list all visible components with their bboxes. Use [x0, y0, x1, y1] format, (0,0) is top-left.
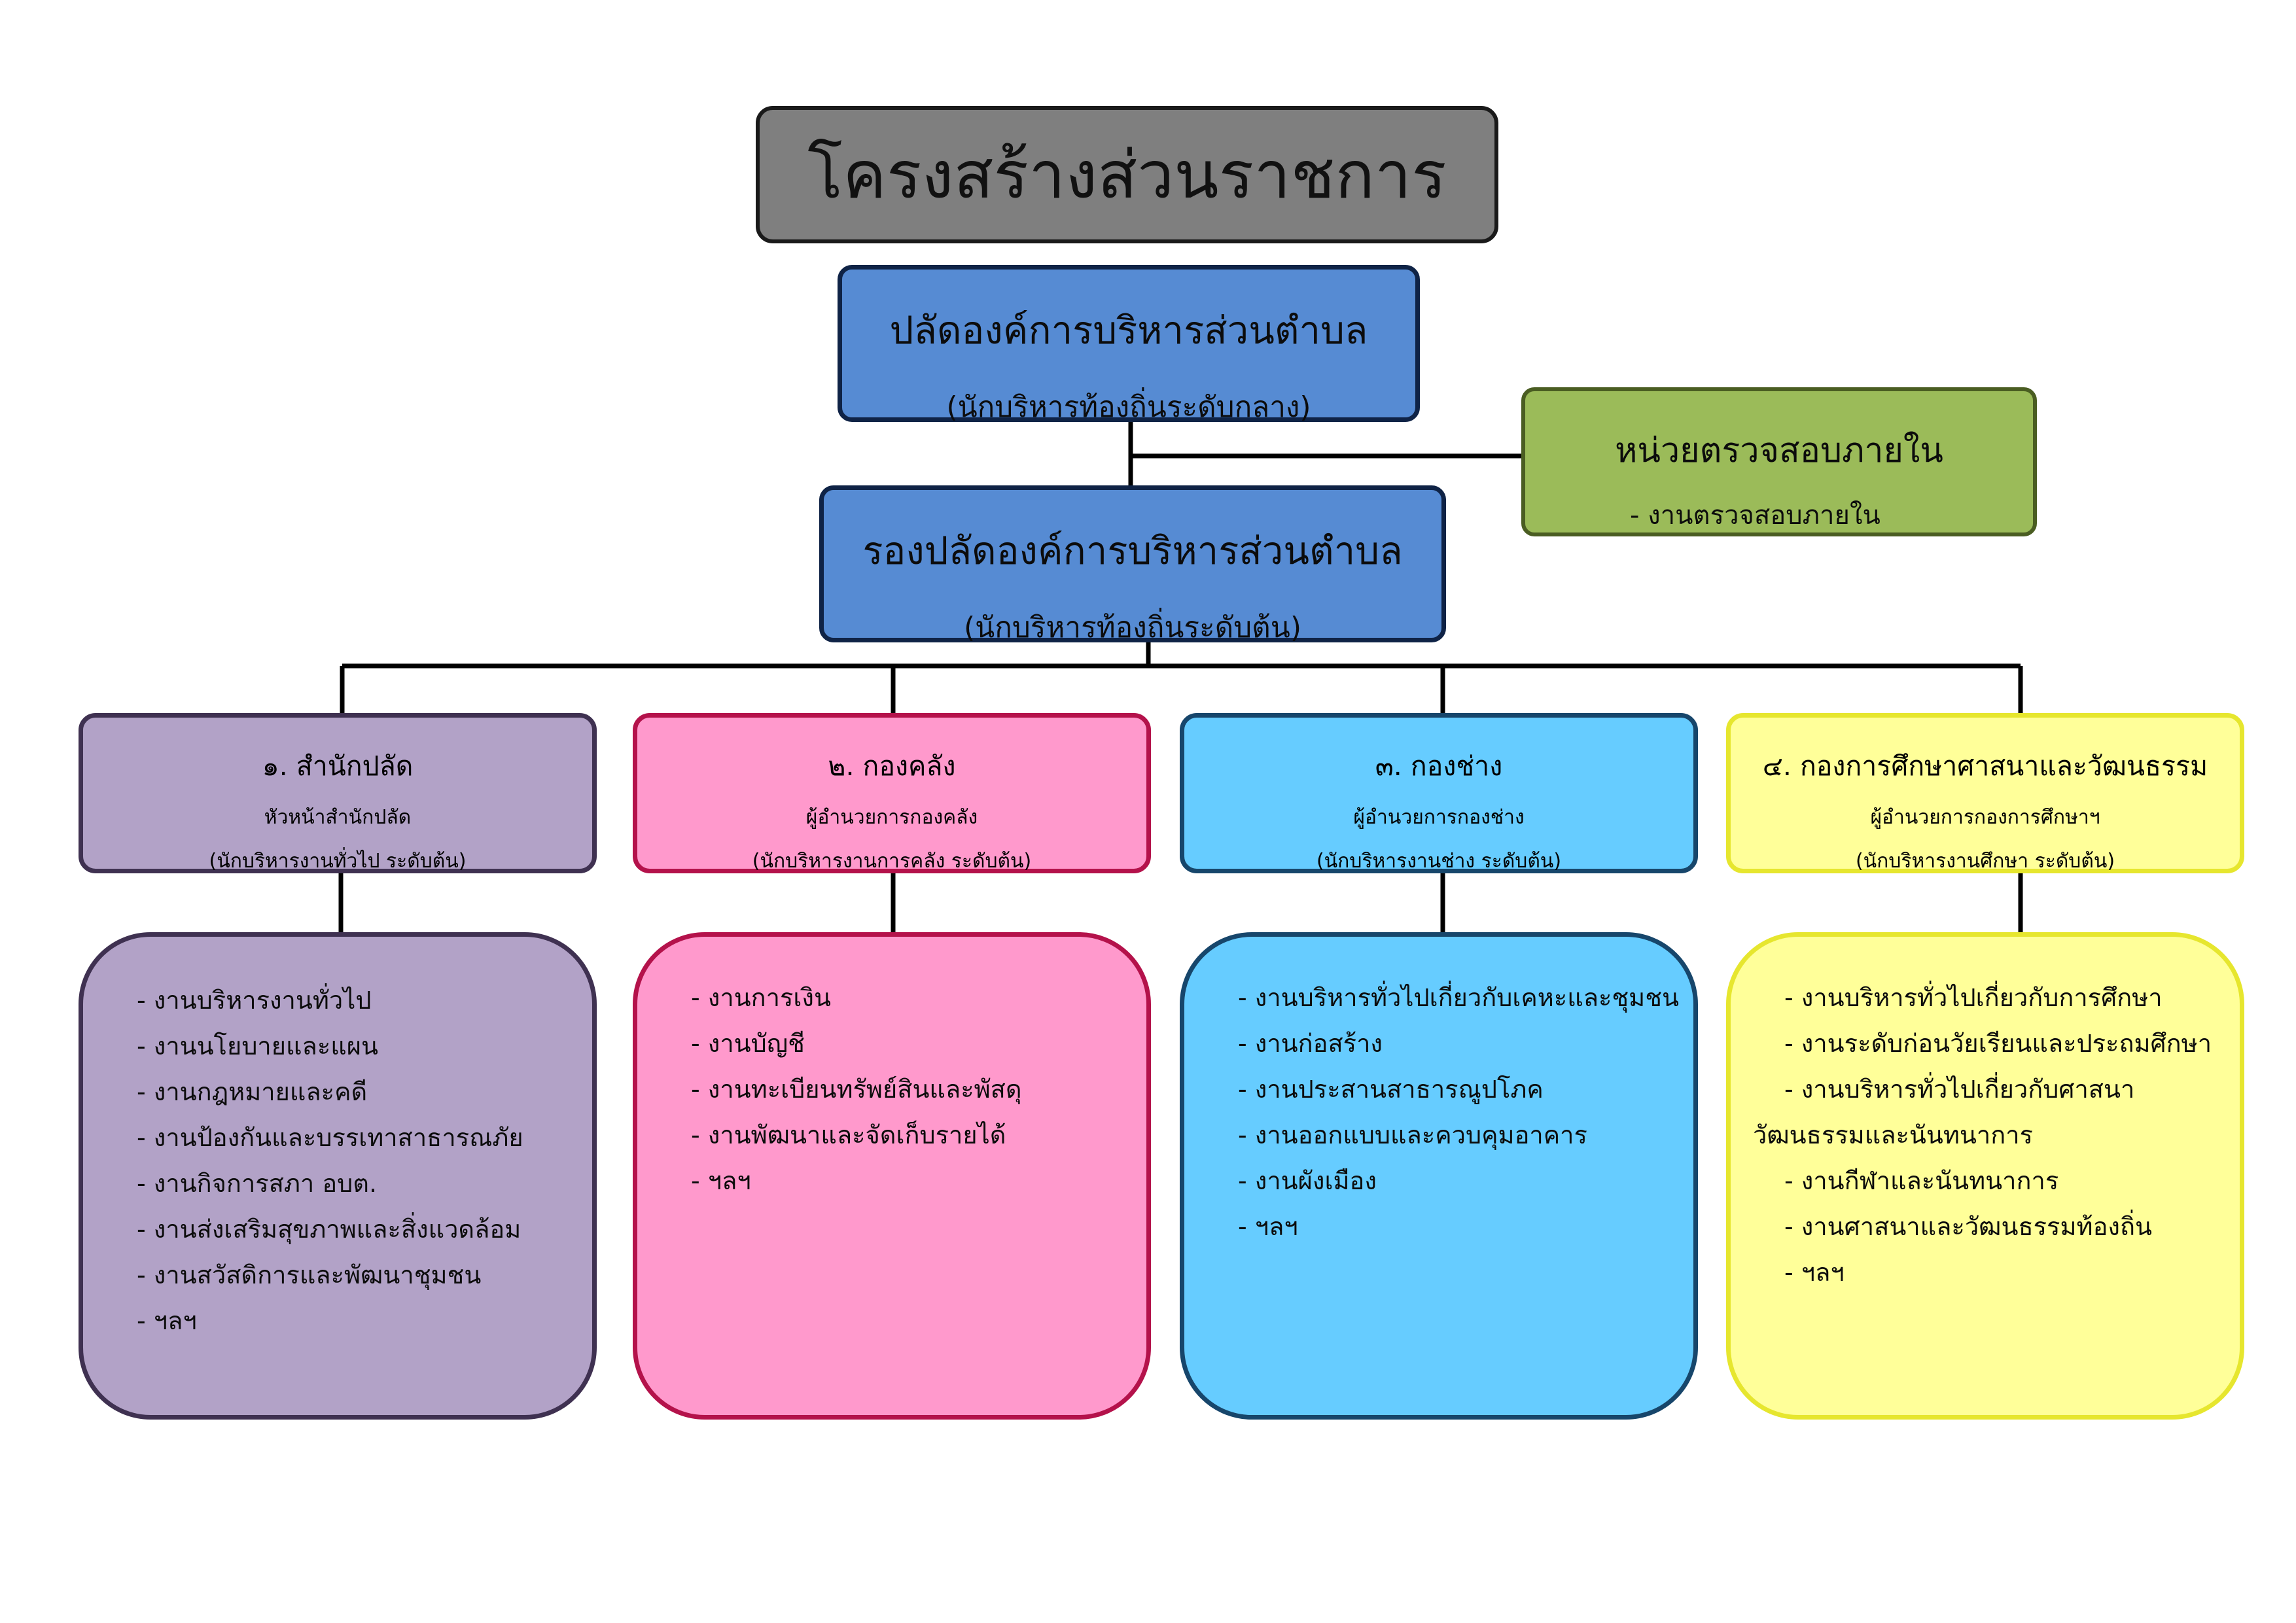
audit-item: - งานตรวจสอบภายใน	[1630, 500, 1881, 531]
chart-title-box: โครงสร้างส่วนราชการ	[756, 106, 1498, 243]
division-rank: (นักบริหารงานการคลัง ระดับต้น)	[752, 850, 1032, 873]
list-item: - งานทะเบียนทรัพย์สินและพัสดุ	[691, 1075, 1022, 1104]
division-engineering-tasks: - งานบริหารทั่วไปเกี่ยวกับเคหะและชุมชน -…	[1180, 932, 1698, 1420]
list-item: - งานกิจการสภา อบต.	[137, 1169, 378, 1198]
list-item: - งานผังเมือง	[1238, 1166, 1377, 1195]
list-item: - งานพัฒนาและจัดเก็บรายได้	[691, 1121, 1006, 1149]
audit-title: หน่วยตรวจสอบภายใน	[1615, 431, 1943, 470]
division-rank: (นักบริหารงานทั่วไป ระดับต้น)	[209, 850, 467, 873]
list-item: - งานประสานสาธารณูปโภค	[1238, 1075, 1544, 1104]
list-item: - งานบัญชี	[691, 1029, 805, 1058]
list-item: - งานบริหารทั่วไปเกี่ยวกับการศึกษา	[1784, 983, 2163, 1012]
audit-node: หน่วยตรวจสอบภายใน - งานตรวจสอบภายใน	[1521, 387, 2037, 536]
list-item: - งานบริหารทั่วไปเกี่ยวกับเคหะและชุมชน	[1238, 983, 1679, 1012]
list-item: - งานบริหารทั่วไปเกี่ยวกับศาสนา	[1784, 1075, 2135, 1104]
list-item-continuation: วัฒนธรรมและนันทนาการ	[1753, 1121, 2033, 1149]
list-item: - งานกีฬาและนันทนาการ	[1784, 1166, 2059, 1195]
division-head: ผู้อำนวยการกองคลัง	[805, 806, 978, 829]
division-office-tasks: - งานบริหารงานทั่วไป - งานนโยบายและแผน -…	[79, 932, 597, 1420]
division-rank: (นักบริหารงานศึกษา ระดับต้น)	[1855, 850, 2115, 873]
list-item: - งานนโยบายและแผน	[137, 1032, 378, 1060]
list-item: - งานสวัสดิการและพัฒนาชุมชน	[137, 1261, 482, 1289]
division-title: ๑. สำนักปลัด	[262, 750, 414, 782]
division-head: หัวหน้าสำนักปลัด	[264, 806, 412, 829]
list-item: - ฯลฯ	[1238, 1212, 1298, 1241]
division-head: ผู้อำนวยการกองช่าง	[1353, 806, 1525, 829]
list-item: - ฯลฯ	[137, 1306, 197, 1335]
list-item: - ฯลฯ	[691, 1166, 751, 1195]
chief-title: ปลัดองค์การบริหารส่วนตำบล	[889, 308, 1368, 353]
division-title: ๒. กองคลัง	[828, 750, 956, 782]
division-education-head: ๔. กองการศึกษาศาสนาและวัฒนธรรม ผู้อำนวยก…	[1726, 713, 2244, 873]
list-item: - ฯลฯ	[1784, 1258, 1845, 1287]
list-item: - งานก่อสร้าง	[1238, 1029, 1383, 1058]
list-item: - งานส่งเสริมสุขภาพและสิ่งแวดล้อม	[137, 1215, 521, 1244]
deputy-title: รองปลัดองค์การบริหารส่วนตำบล	[862, 529, 1403, 573]
division-engineering-head: ๓. กองช่าง ผู้อำนวยการกองช่าง (นักบริหาร…	[1180, 713, 1698, 873]
division-head: ผู้อำนวยการกองการศึกษาฯ	[1870, 806, 2100, 829]
division-office-head: ๑. สำนักปลัด หัวหน้าสำนักปลัด (นักบริหาร…	[79, 713, 597, 873]
division-title: ๔. กองการศึกษาศาสนาและวัฒนธรรม	[1762, 750, 2208, 782]
list-item: - งานออกแบบและควบคุมอาคาร	[1238, 1121, 1587, 1149]
division-title: ๓. กองช่าง	[1375, 750, 1503, 782]
list-item: - งานระดับก่อนวัยเรียนและประถมศึกษา	[1784, 1029, 2212, 1058]
chart-title: โครงสร้างส่วนราชการ	[807, 136, 1447, 213]
list-item: - งานบริหารงานทั่วไป	[137, 986, 372, 1015]
list-item: - งานศาสนาและวัฒนธรรมท้องถิ่น	[1784, 1212, 2152, 1241]
list-item: - งานป้องกันและบรรเทาสาธารณภัย	[137, 1123, 523, 1152]
list-item: - งานกฎหมายและคดี	[137, 1077, 368, 1106]
list-item: - งานการเงิน	[691, 983, 831, 1012]
deputy-node: รองปลัดองค์การบริหารส่วนตำบล (นักบริหารท…	[819, 485, 1446, 644]
chief-node: ปลัดองค์การบริหารส่วนตำบล (นักบริหารท้อง…	[838, 265, 1420, 424]
division-finance-head: ๒. กองคลัง ผู้อำนวยการกองคลัง (นักบริหาร…	[633, 713, 1151, 873]
deputy-subtitle: (นักบริหารท้องถิ่นระดับต้น)	[963, 611, 1301, 644]
division-finance-tasks: - งานการเงิน - งานบัญชี - งานทะเบียนทรัพ…	[633, 932, 1151, 1420]
division-education-tasks: - งานบริหารทั่วไปเกี่ยวกับการศึกษา - งาน…	[1726, 932, 2244, 1420]
division-rank: (นักบริหารงานช่าง ระดับต้น)	[1316, 850, 1562, 873]
chief-subtitle: (นักบริหารท้องถิ่นระดับกลาง)	[946, 391, 1311, 424]
